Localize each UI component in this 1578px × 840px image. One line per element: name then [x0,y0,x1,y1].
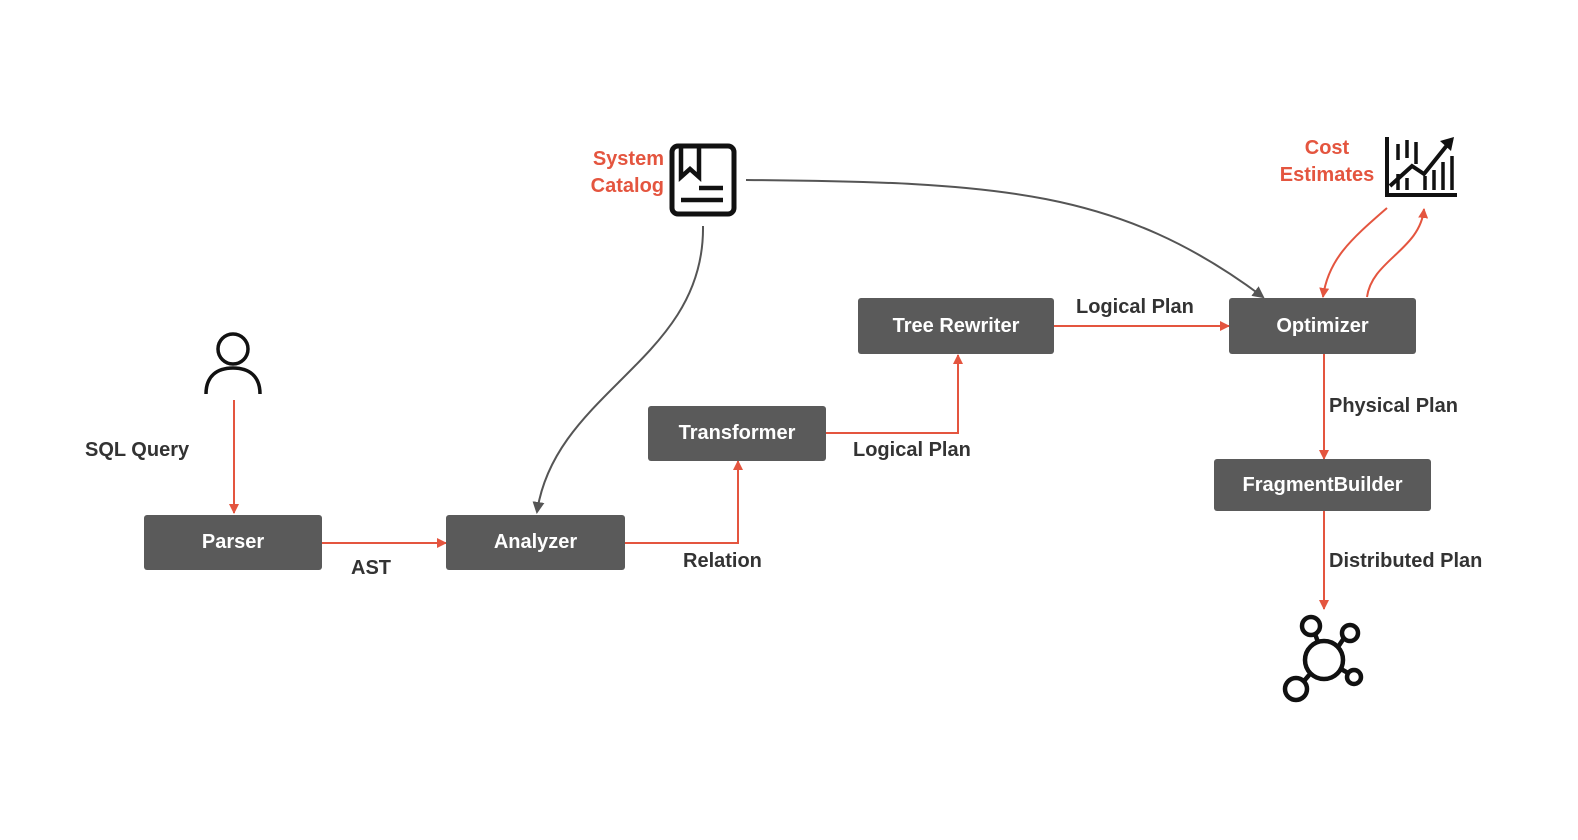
fragment-builder-node: FragmentBuilder [1214,459,1431,511]
edge-label-relation: Relation [683,550,762,572]
arrow-catalog-to-optimizer [745,179,1265,299]
analyzer-node: Analyzer [446,515,625,570]
parser-node: Parser [144,515,322,570]
arrow-transformer-to-tree-rewriter [826,354,963,434]
cost-estimates-label-line1: Cost [1304,137,1350,159]
user-icon [204,332,262,395]
bookmark-document-icon [669,143,737,217]
edge-label-distributed-plan: Distributed Plan [1329,550,1483,572]
tree-rewriter-node: Tree Rewriter [858,298,1054,354]
arrow-catalog-to-analyzer [532,225,705,514]
edge-label-physical-plan: Physical Plan [1329,395,1458,417]
arrow-optimizer-to-cost [1366,208,1429,298]
edge-label-logical-plan-upper: Logical Plan [1076,296,1194,318]
arrow-analyzer-to-transformer [625,460,743,544]
optimizer-node: Optimizer [1229,298,1416,354]
cost-estimates-label-line2: Estimates [1279,164,1375,186]
edge-label-ast: AST [351,557,391,579]
chart-trend-icon [1385,137,1457,197]
system-catalog-label: System Catalog [560,146,664,200]
system-catalog-label-line1: System [592,148,664,170]
system-catalog-label-line2: Catalog [590,175,664,197]
transformer-node: Transformer [648,406,826,461]
edge-label-logical-plan-lower: Logical Plan [853,439,971,461]
network-hub-icon [1282,614,1364,703]
cost-estimates-label: Cost Estimates [1270,135,1384,189]
arrow-cost-to-optimizer [1319,207,1388,298]
edge-label-sql-query: SQL Query [85,439,190,461]
